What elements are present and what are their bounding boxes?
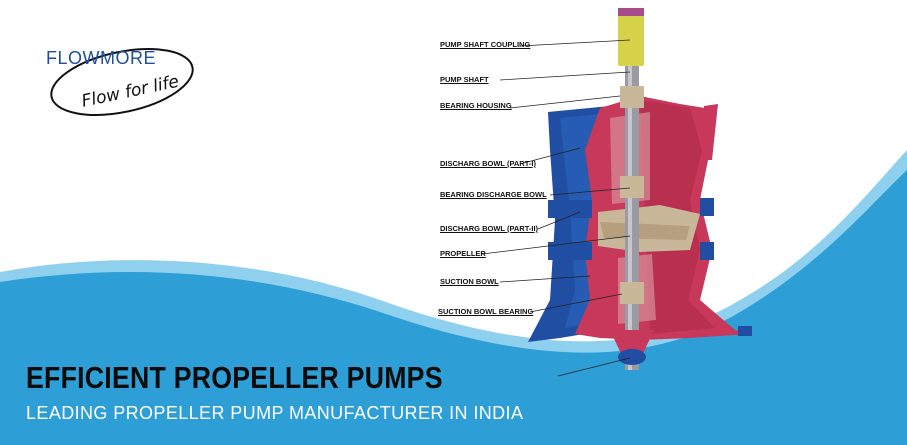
logo-swoosh-icon	[50, 48, 194, 116]
label-suction-bowl: SUCTION BOWL	[440, 277, 499, 286]
pump-shaft-coupling	[618, 12, 644, 66]
label-pump-shaft-coupling: PUMP SHAFT COUPLING	[440, 40, 531, 49]
background-wave	[0, 170, 907, 445]
label-pump-shaft: PUMP SHAFT	[440, 75, 489, 84]
headline: EFFICIENT PROPELLER PUMPS	[26, 360, 443, 395]
label-discharge-bowl-part-1: DISCHARG BOWL (PART-I)	[440, 159, 536, 168]
label-discharge-bowl-part-2: DISCHARG BOWL (PART-II)	[440, 224, 539, 233]
label-propeller: PROPELLER	[440, 249, 486, 258]
label-suction-bowl-bearing: SUCTION BOWL BEARING	[438, 307, 534, 316]
label-bearing-housing: BEARING HOUSING	[440, 101, 512, 110]
label-bearing-discharge-bowl: BEARING DISCHARGE BOWL	[440, 190, 547, 199]
subheadline: LEADING PROPELLER PUMP MANUFACTURER IN I…	[26, 403, 524, 423]
pump-cross-section	[528, 8, 752, 370]
leader-lines	[481, 39, 631, 377]
flowmore-logo: FLOWMORE Flow for life	[40, 30, 200, 140]
brand-name: FLOWMORE	[46, 48, 156, 68]
